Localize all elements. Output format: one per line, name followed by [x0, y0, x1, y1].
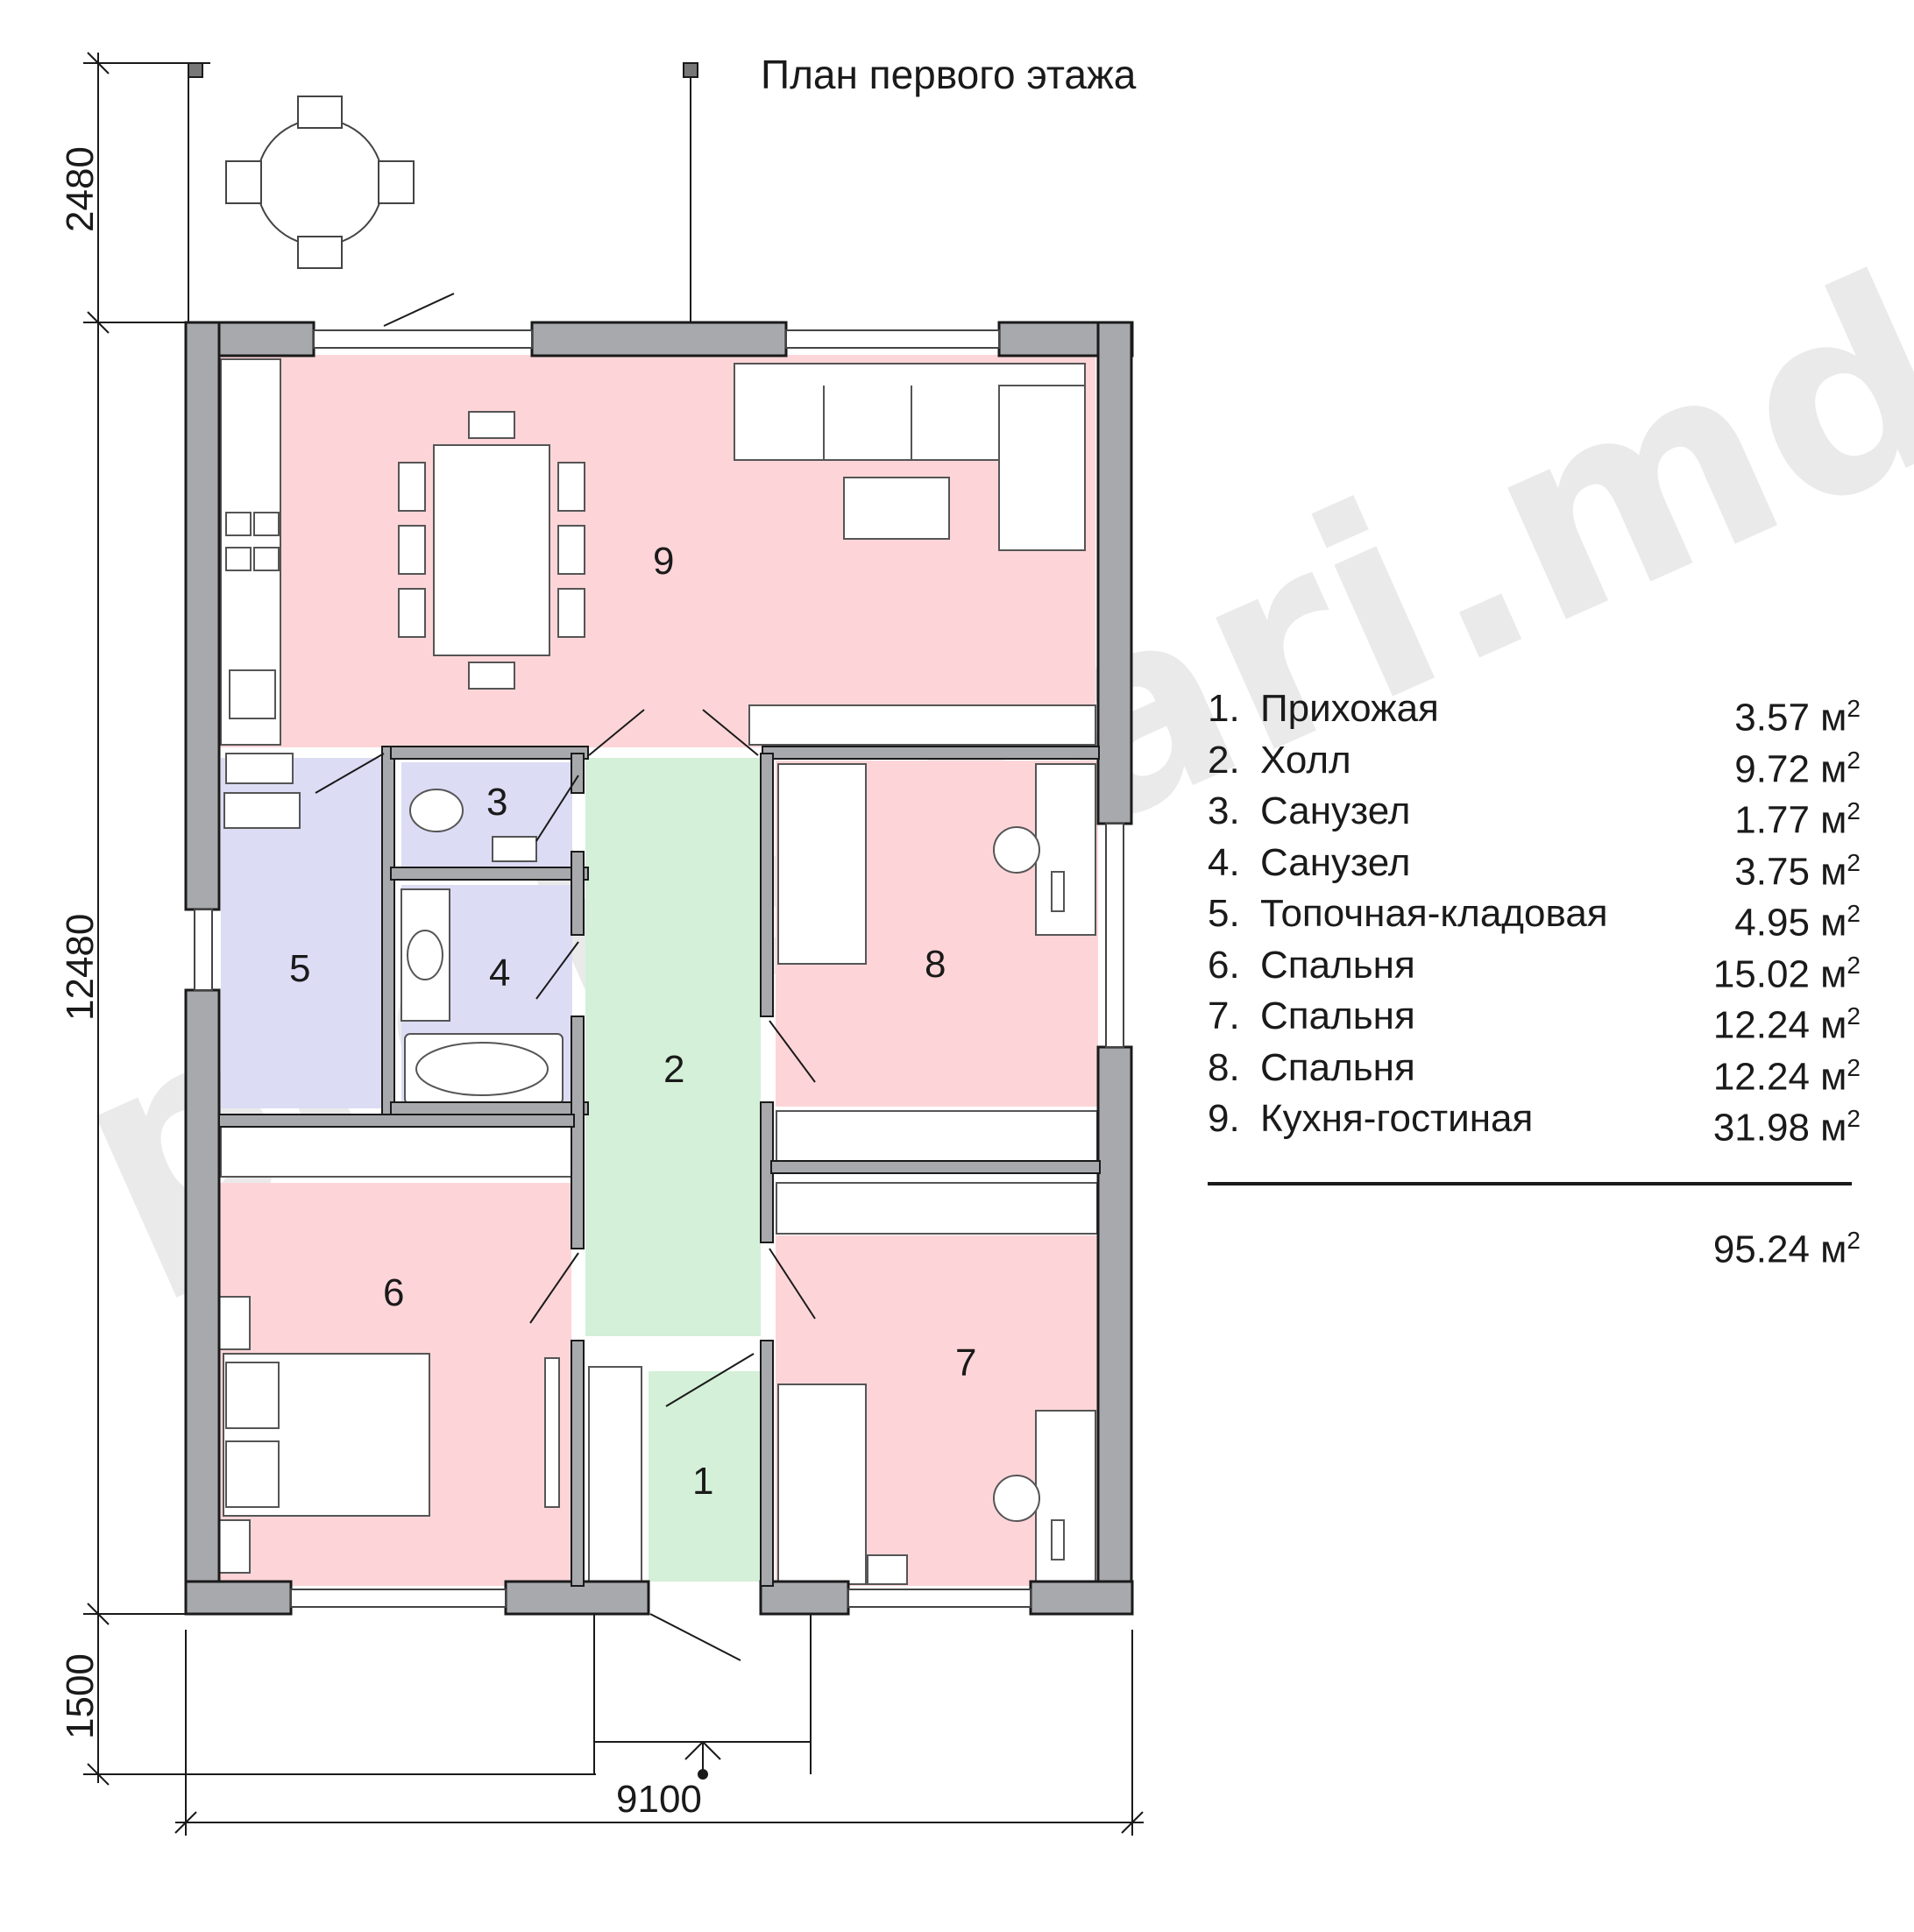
porch [593, 1614, 812, 1780]
wall-bottom-right [759, 1580, 850, 1616]
room-label-6: 6 [383, 1271, 404, 1314]
wall-left-upper [184, 321, 221, 911]
dim-porch-depth: 1500 [59, 1653, 102, 1739]
room-label-4: 4 [489, 952, 510, 994]
wall-right-upper [1096, 321, 1133, 825]
wall-right-lower [1096, 1045, 1133, 1616]
wall-top-mid [530, 321, 788, 357]
terrace-table [225, 96, 415, 269]
room-label-7: 7 [955, 1341, 976, 1384]
terrace [188, 62, 698, 322]
wall-bottom-left [184, 1580, 293, 1616]
legend-divider [1208, 1181, 1852, 1185]
dim-house-width: 9100 [616, 1778, 702, 1821]
wall-left-lower [184, 988, 221, 1616]
dimension-lines [83, 52, 1144, 1836]
partitions [218, 746, 1101, 1587]
windows [194, 329, 1124, 1608]
dim-terrace-depth: 2480 [59, 146, 102, 232]
room-label-2: 2 [663, 1048, 684, 1091]
wall-bottom-far-right [1029, 1580, 1134, 1616]
dim-house-depth: 12480 [59, 914, 102, 1021]
room-label-3: 3 [486, 781, 507, 824]
doors [315, 293, 816, 1661]
room-label-8: 8 [925, 943, 946, 986]
room-2-fill [585, 758, 761, 1336]
room-label-1: 1 [692, 1460, 713, 1503]
page-title: План первого этажа [761, 52, 1137, 97]
room-label-9: 9 [653, 540, 674, 583]
room-label-5: 5 [289, 947, 310, 990]
legend-total: 95.24 м2 [1712, 1226, 1861, 1271]
